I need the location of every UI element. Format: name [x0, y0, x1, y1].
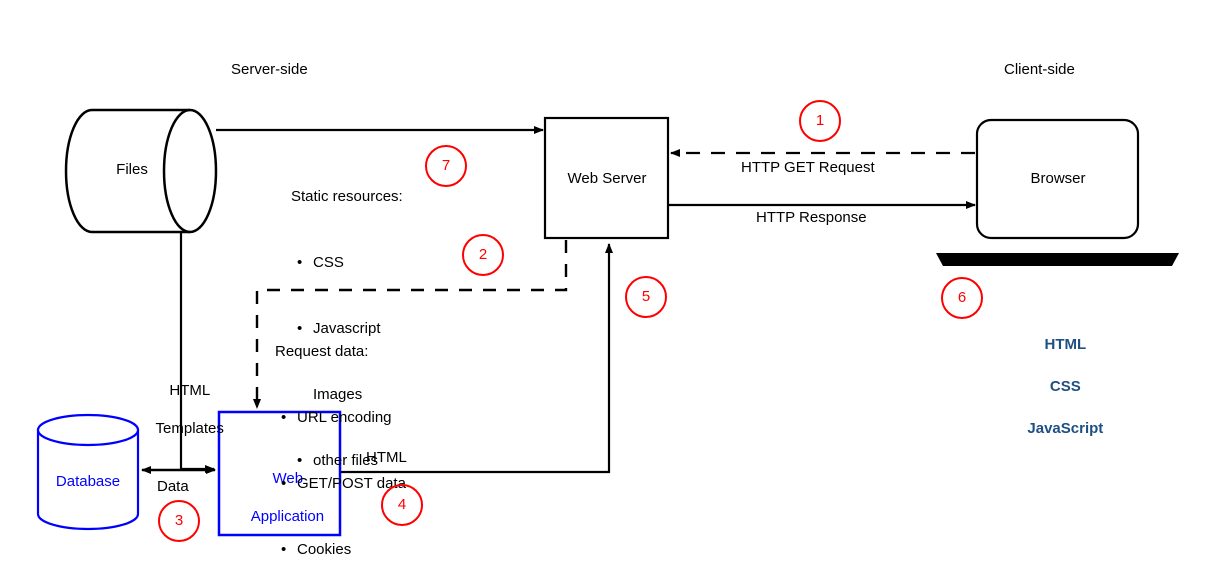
- client-tech-html: HTML: [1044, 336, 1087, 353]
- web-server-node: [543, 116, 670, 240]
- html-templates-line1: HTML: [169, 382, 211, 399]
- edge-html: [341, 243, 613, 474]
- step-marker-2: 2: [462, 234, 504, 276]
- step-marker-1: 1: [799, 100, 841, 142]
- client-side-title: Client-side: [1004, 61, 1075, 78]
- browser-node: [975, 118, 1140, 240]
- client-tech-css: CSS: [1049, 378, 1081, 395]
- bullet-icon: •: [281, 409, 287, 426]
- database-label: Database: [55, 473, 121, 490]
- edge-request-data: [253, 240, 568, 409]
- client-tech-javascript: JavaScript: [1027, 420, 1104, 437]
- static-resources-item-3: •other files: [291, 450, 403, 472]
- web-application-label: Web Application: [219, 450, 340, 545]
- step-marker-3: 3: [158, 500, 200, 542]
- database-node: [36, 413, 140, 531]
- static-resources-item-2: Images: [313, 386, 363, 403]
- step-marker-4: 4: [381, 484, 423, 526]
- bullet-icon: •: [297, 320, 303, 337]
- http-response-label: HTTP Response: [756, 209, 867, 226]
- request-data-label: Request data: •URL encoding •GET/POST da…: [275, 297, 406, 584]
- server-side-title: Server-side: [231, 61, 308, 78]
- bullet-icon: •: [297, 452, 303, 469]
- web-application-label-line1: Web: [272, 470, 304, 487]
- web-application-label-line2: Application: [250, 508, 325, 525]
- request-data-item-2: •Cookies: [275, 539, 406, 561]
- static-resources-header: Static resources:: [291, 188, 403, 205]
- files-node: [64, 108, 218, 234]
- data-label: Data: [157, 478, 189, 495]
- files-label: Files: [116, 161, 148, 178]
- request-data-header: Request data:: [275, 343, 369, 360]
- step-marker-6: 6: [941, 277, 983, 319]
- static-resources-item-1: •Javascript: [291, 318, 403, 340]
- bullet-icon: •: [281, 475, 287, 492]
- static-resources-item-0: •CSS: [291, 252, 403, 274]
- browser-label: Browser: [1030, 170, 1086, 187]
- static-resources-label: Static resources: •CSS •Javascript Image…: [291, 142, 403, 516]
- bullet-icon: •: [297, 254, 303, 271]
- bullet-icon: •: [281, 541, 287, 558]
- http-get-request-label: HTTP GET Request: [741, 159, 875, 176]
- html-templates-line2: Templates: [155, 420, 224, 437]
- step-marker-7: 7: [425, 145, 467, 187]
- web-application-node: [217, 410, 342, 537]
- laptop-base: [936, 253, 1179, 266]
- html-templates-label: HTML Templates: [134, 362, 229, 457]
- step-marker-5: 5: [625, 276, 667, 318]
- web-server-label: Web Server: [567, 170, 647, 187]
- request-data-item-0: •URL encoding: [275, 407, 406, 429]
- client-tech-stack: HTML CSS JavaScript: [997, 313, 1117, 460]
- html-label: HTML: [366, 449, 407, 466]
